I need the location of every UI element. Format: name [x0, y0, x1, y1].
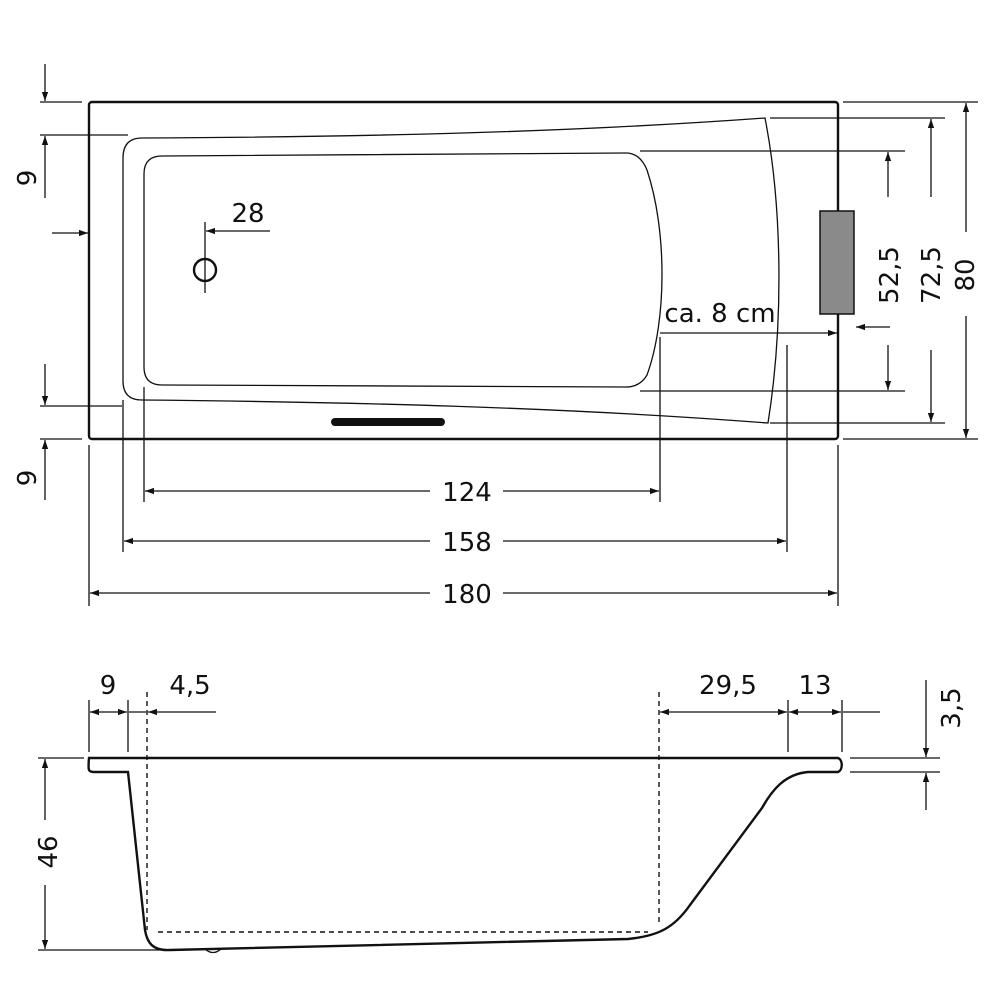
- top-view: 9 9 28 52,5 72,5 80 ca. 8 cm: [13, 64, 981, 610]
- dim-rim-thickness-label: 3,5: [937, 687, 967, 728]
- dim-drain-label: 28: [231, 199, 264, 229]
- outer-rim-outline: [87, 100, 840, 441]
- dim-depth-label: 46: [34, 835, 64, 868]
- inner-basin-outline: [122, 117, 780, 424]
- dim-overall-width-label: 80: [951, 258, 981, 291]
- dim-inner-width-label: 72,5: [917, 246, 947, 304]
- dim-floor-length-label: 124: [442, 478, 492, 508]
- dim-rim-top-label: 9: [13, 170, 43, 187]
- dim-rim-right-label: 13: [798, 671, 831, 701]
- tub-profile-outline: [87, 756, 843, 952]
- drain-bump: [204, 948, 222, 954]
- dim-overall-length-label: 180: [442, 580, 492, 610]
- overflow-slot: [331, 418, 445, 426]
- tap-block: [819, 210, 855, 315]
- dim-wall-slope-label: 4,5: [169, 671, 210, 701]
- dim-floor-width-label: 52,5: [875, 246, 905, 304]
- floor-outline: [143, 152, 663, 388]
- dim-rim-bottom-label: 9: [13, 470, 43, 487]
- backrest-note-label: ca. 8 cm: [664, 299, 775, 329]
- dim-inner-length-label: 158: [442, 528, 492, 558]
- dim-backrest-slope-label: 29,5: [699, 671, 757, 701]
- side-view: 9 4,5 29,5 13 3,5 46: [34, 671, 967, 954]
- dim-rim-left-label: 9: [100, 671, 117, 701]
